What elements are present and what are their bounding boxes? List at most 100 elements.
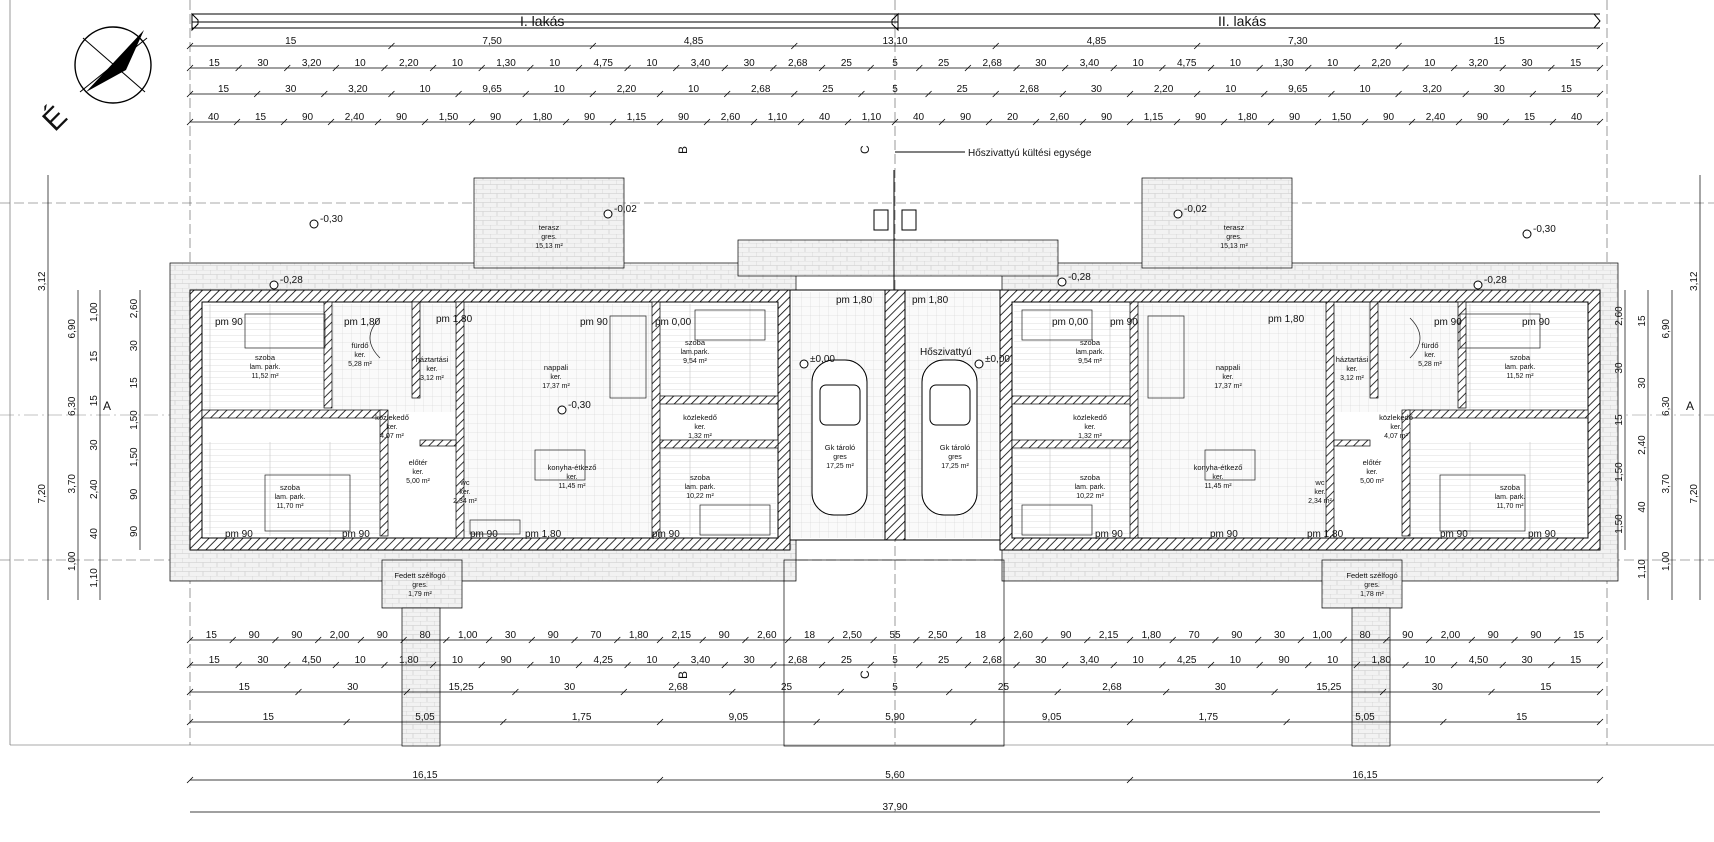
room-floor: ker. <box>1314 489 1325 496</box>
room-floor: lam. park. <box>275 494 306 501</box>
room-name: wc <box>459 478 469 487</box>
dimension-tick <box>332 661 340 669</box>
dimension-label: 30 <box>285 84 297 95</box>
overall-dimension: 37,90 <box>882 802 907 813</box>
dimension-label: 2,60 <box>129 298 140 318</box>
room-area: 3,12 m² <box>1340 375 1364 382</box>
dimension-label: 30 <box>1035 58 1047 69</box>
parapet-mark: pm 90 <box>1440 529 1468 540</box>
dimension-label: 10 <box>549 655 561 666</box>
svg-text:B: B <box>676 146 690 154</box>
room-area: 11,70 m² <box>1496 503 1524 510</box>
dimension-tick <box>870 636 877 644</box>
room-name: nappali <box>1216 363 1241 372</box>
dimension-label: 15,25 <box>1316 682 1341 693</box>
dimension-tick <box>970 718 977 726</box>
dimension-tick <box>186 718 194 726</box>
side-dimensions: 3,127,206,906,303,701,001,001515302,4040… <box>37 175 1701 600</box>
dimension-label: 30 <box>505 630 517 641</box>
room-floor: ker. <box>550 374 561 381</box>
dimension-label: 10 <box>646 655 658 666</box>
dimension-tick <box>321 90 328 98</box>
heat-pump-label: Hőszivattyú <box>920 347 972 358</box>
dimension-label: 1,80 <box>399 655 419 666</box>
dimension-label: 90 <box>490 112 502 123</box>
parapet-mark: pm 90 <box>215 317 243 328</box>
dimension-tick <box>1193 42 1201 50</box>
dimension-tick <box>791 90 798 98</box>
dimension-label: 3,12 <box>1689 271 1700 291</box>
dimension-label: 25 <box>822 84 834 95</box>
room-name: szoba <box>690 473 711 482</box>
dimension-tick <box>1383 636 1390 644</box>
dimension-tick <box>1207 64 1215 72</box>
dimension-label: 80 <box>1359 630 1371 641</box>
dimension-tick <box>891 118 899 126</box>
dimension-tick <box>998 636 1006 644</box>
dimension-tick <box>1353 64 1361 72</box>
dimension-label: 15 <box>209 58 221 69</box>
dimension-label: 5,60 <box>885 770 905 781</box>
room-area: 17,25 m² <box>941 463 969 470</box>
dimension-tick <box>1061 64 1069 72</box>
parapet-mark: pm 1,80 <box>344 317 381 328</box>
dimension-tick <box>575 661 583 669</box>
dimension-tick <box>624 64 631 72</box>
parapet-mark: pm 1,80 <box>436 314 473 325</box>
dimension-tick <box>500 718 507 726</box>
room-area: 2,34 m² <box>1308 498 1332 505</box>
dimension-label: 10 <box>1225 84 1237 95</box>
dimension-tick <box>729 688 736 696</box>
room-floor: ker. <box>1222 374 1233 381</box>
dimension-label: 7,50 <box>482 36 502 47</box>
dimension-label: 15 <box>89 395 100 407</box>
dimension-tick <box>1450 661 1458 669</box>
room-floor: lam.park. <box>1076 349 1105 356</box>
dimension-tick <box>1596 64 1604 72</box>
dimension-label: 30 <box>1637 377 1648 389</box>
level-value: -0,30 <box>568 400 591 411</box>
room-floor: gres. <box>1364 582 1380 589</box>
dimension-tick <box>609 118 617 126</box>
dimension-label: 2,15 <box>672 630 692 641</box>
dimension-tick <box>770 661 777 669</box>
level-value: ±0,00 <box>810 354 835 365</box>
dimension-tick <box>1159 64 1166 72</box>
room-floor: ker. <box>1424 352 1435 359</box>
room-area: 4,07 m² <box>1384 433 1408 440</box>
dimension-label: 90 <box>1289 112 1301 123</box>
room-name: szoba <box>1500 483 1521 492</box>
dimension-tick <box>1041 636 1048 644</box>
dimension-label: 4,50 <box>302 655 322 666</box>
dimension-tick <box>589 42 597 50</box>
dimension-label: 30 <box>744 58 756 69</box>
dimension-tick <box>656 636 664 644</box>
dimension-tick <box>1425 636 1433 644</box>
dimension-tick <box>867 64 874 72</box>
dimension-label: 3,70 <box>67 474 78 494</box>
dimension-label: 3,12 <box>37 271 48 291</box>
apartment-1-title: I. lakás <box>520 13 564 29</box>
dimension-label: 90 <box>1477 112 1489 123</box>
dimension-label: 3,20 <box>302 58 322 69</box>
parapet-mark: pm 1,80 <box>525 529 562 540</box>
dimension-label: 90 <box>302 112 314 123</box>
dimension-label: 10 <box>1424 58 1436 69</box>
room-name: Fedett szélfogó <box>1346 571 1397 580</box>
dimension-label: 1,80 <box>629 630 649 641</box>
dimension-tick <box>742 636 749 644</box>
dimension-label: 1,10 <box>89 568 100 588</box>
dimension-label: 10 <box>1359 84 1371 95</box>
dimension-tick <box>575 64 583 72</box>
dimension-label: 15 <box>1494 36 1506 47</box>
dimension-tick <box>1256 64 1263 72</box>
level-marker-icon <box>557 405 567 415</box>
dimension-tick <box>797 118 805 126</box>
interior-walls <box>201 301 1589 539</box>
